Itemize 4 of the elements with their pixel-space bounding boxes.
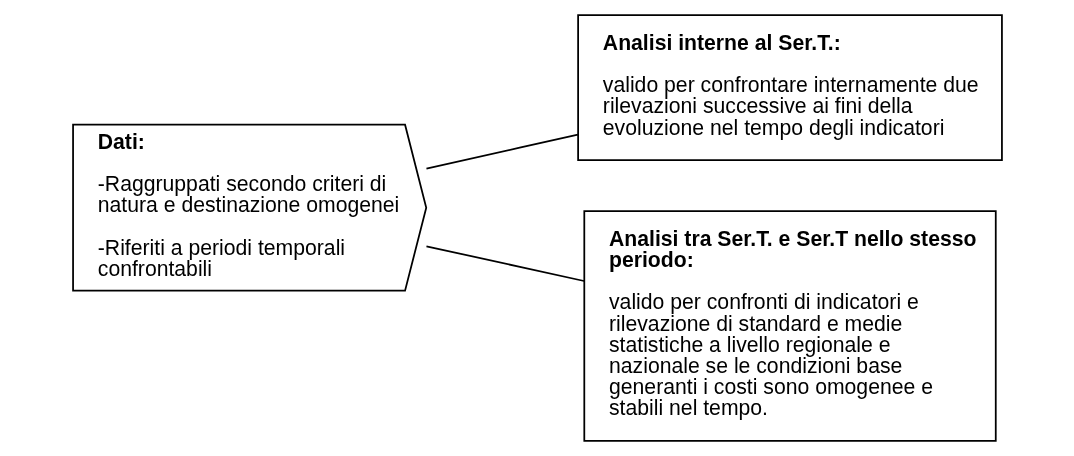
connector xyxy=(425,133,579,170)
node-box: Analisi interne al Ser.T.: valido per confrontare internamente due rilevazioni successive ai fini della evoluzione nel tempo degli indicatori xyxy=(576,14,1003,161)
connector xyxy=(425,245,585,282)
node-box: Analisi tra Ser.T. e Ser.T nello stesso periodo: valido per confronti di indicatori e rilevazione di standard e medie statistiche a livello regionale e nazionale se le condizioni base generanti i costi sono omogenee e stabili nel tempo. xyxy=(582,210,997,442)
